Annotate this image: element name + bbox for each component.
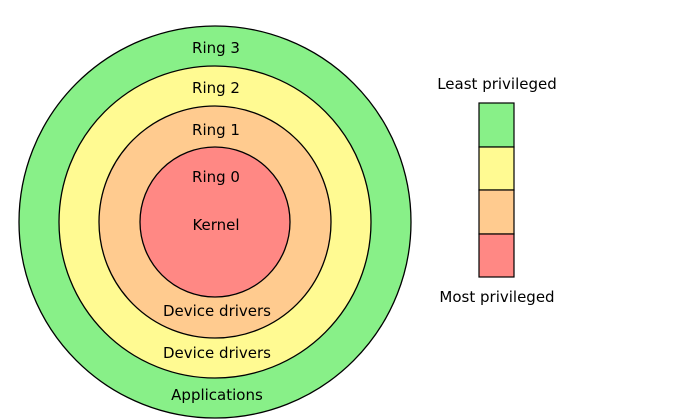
legend-swatch-3 — [478, 189, 515, 235]
legend-swatch-2 — [478, 146, 515, 191]
legend-bottom-label: Most privileged — [439, 288, 554, 306]
legend-swatch-least — [478, 102, 515, 148]
ring-2-label: Ring 2 — [192, 79, 240, 97]
ring-0-circle — [139, 146, 291, 298]
ring-0-content: Kernel — [192, 216, 239, 234]
ring-3-label: Ring 3 — [192, 39, 240, 57]
ring-0-label: Ring 0 — [192, 168, 240, 186]
ring-1-content: Device drivers — [163, 302, 271, 320]
ring-2-content: Device drivers — [163, 344, 271, 362]
ring-3-content: Applications — [171, 386, 263, 404]
ring-1-label: Ring 1 — [192, 121, 240, 139]
legend-top-label: Least privileged — [437, 75, 557, 93]
legend-swatch-most — [478, 233, 515, 278]
